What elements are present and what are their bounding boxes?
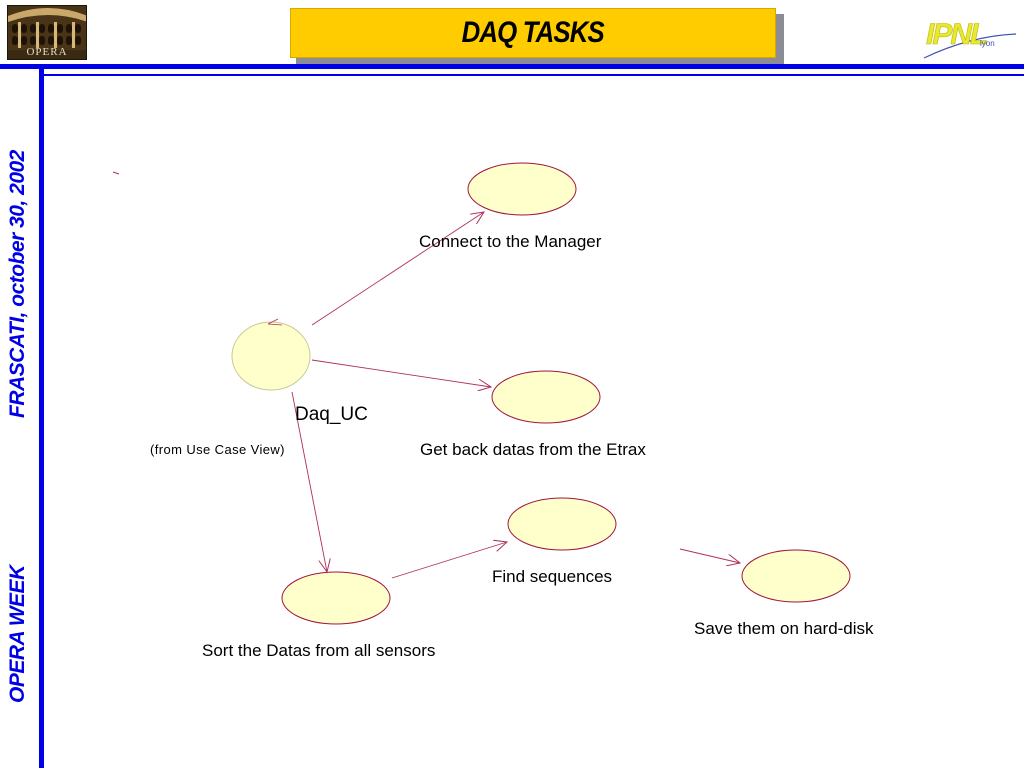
actor-self-mark xyxy=(267,318,283,326)
sidebar-rule xyxy=(39,64,44,768)
diagram-canvas xyxy=(112,162,851,625)
use-case-diagram: Connect to the Manager Get back datas fr… xyxy=(44,78,1024,768)
use-case-label: Sort the Datas from all sensors xyxy=(202,641,436,660)
use-case-label: Save them on hard-disk xyxy=(694,619,874,638)
page-title: DAQ TASKS xyxy=(461,16,605,49)
arrow-to-save-hard-disk xyxy=(679,548,740,563)
use-case-get-back-datas[interactable] xyxy=(491,370,601,424)
ipnl-swoosh xyxy=(923,33,1017,59)
actor-daq-uc[interactable] xyxy=(231,321,311,391)
opera-logo: OPERA xyxy=(7,5,87,60)
use-case-label: Connect to the Manager xyxy=(419,232,602,251)
use-case-connect-manager[interactable] xyxy=(467,162,577,216)
actor-name: Daq_UC xyxy=(295,404,368,425)
arrow-to-sort-datas xyxy=(291,391,327,572)
ipnl-logo-text: IPNL xyxy=(926,18,987,51)
use-case-sort-datas[interactable] xyxy=(281,571,391,625)
use-case-save-hard-disk[interactable] xyxy=(741,549,851,603)
header-rule-thin xyxy=(40,74,1024,76)
stray-mark xyxy=(112,171,120,175)
event-caption: FRASCATI, october 30, 2002 xyxy=(6,150,29,418)
header-rule-thick xyxy=(0,64,1024,69)
ipnl-logo: IPNL lyon xyxy=(923,18,1017,59)
actor-package: (from Use Case View) xyxy=(150,442,285,457)
ipnl-logo-subtext: lyon xyxy=(980,39,995,48)
arrow-to-get-back-datas xyxy=(311,359,491,387)
use-case-find-sequences[interactable] xyxy=(507,497,617,551)
use-case-label: Find sequences xyxy=(492,567,613,586)
use-case-label: Get back datas from the Etrax xyxy=(420,440,646,459)
week-caption: OPERA WEEK xyxy=(6,565,29,703)
arrow-to-find-sequences xyxy=(391,542,507,579)
title-banner: DAQ TASKS xyxy=(290,8,776,58)
arrow-to-connect-manager xyxy=(311,212,484,326)
opera-logo-text: OPERA xyxy=(26,46,68,58)
opera-house-image xyxy=(8,6,86,50)
